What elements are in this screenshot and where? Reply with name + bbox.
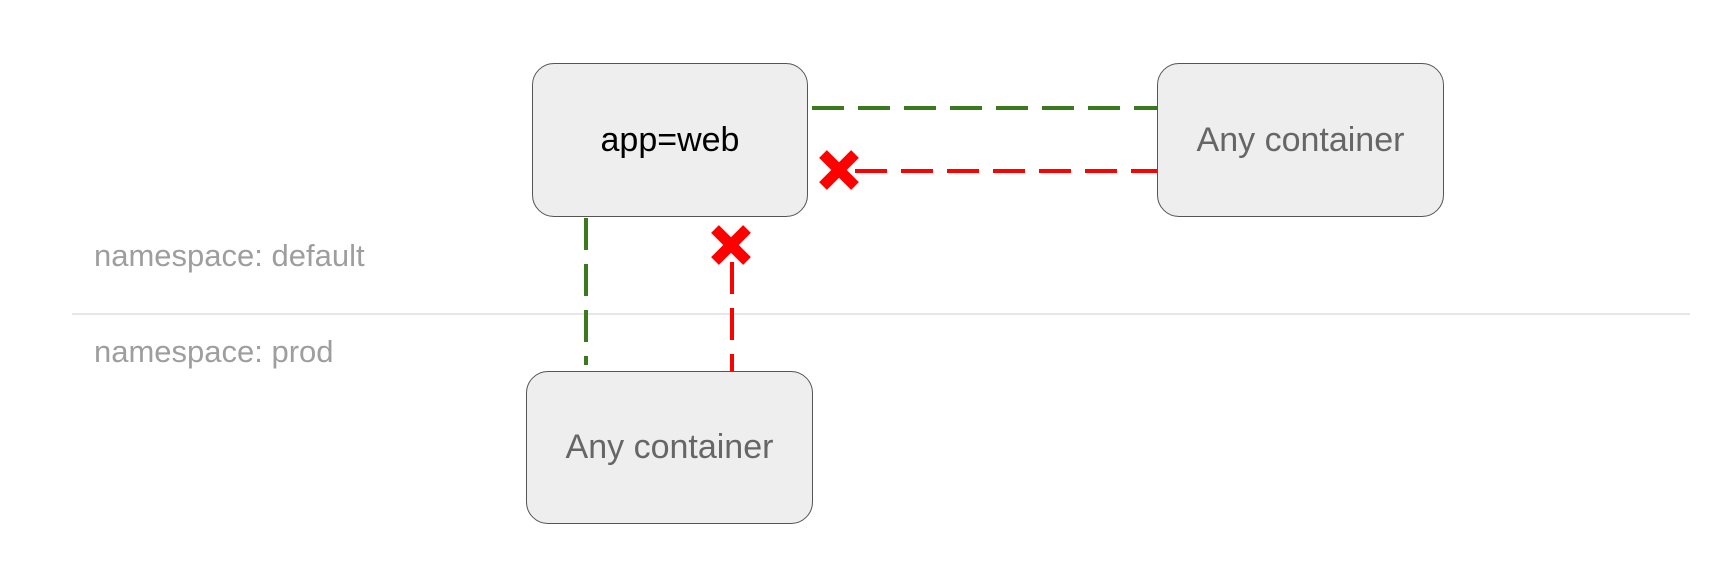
namespace-prod-label: namespace: prod — [94, 334, 334, 369]
x-mark-icon — [711, 225, 751, 265]
node-app-web: app=web — [532, 63, 808, 217]
x-mark-icon — [819, 150, 859, 190]
node-label: Any container — [565, 428, 774, 466]
node-any-container-prod: Any container — [526, 371, 813, 524]
node-any-container-default: Any container — [1157, 63, 1444, 217]
node-label: Any container — [1196, 120, 1405, 159]
namespace-default-label: namespace: default — [94, 238, 365, 273]
node-label: app=web — [600, 120, 740, 159]
